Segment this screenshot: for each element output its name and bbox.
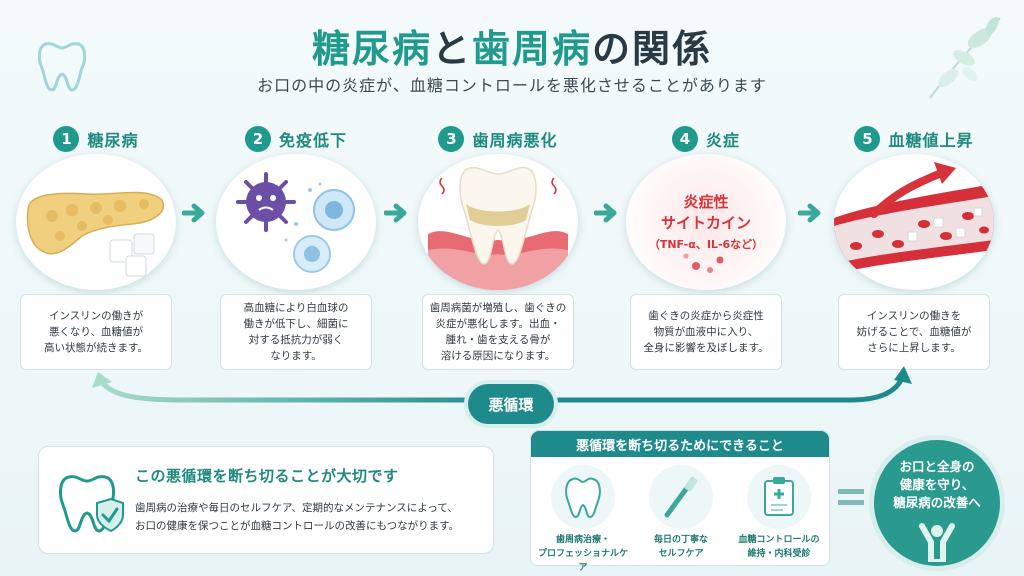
toothbrush-icon xyxy=(664,476,698,518)
step-number: 3 xyxy=(438,126,465,152)
arrow-right-icon xyxy=(594,203,617,223)
bacteria-white-cells-icon xyxy=(236,172,355,273)
equals-icon xyxy=(838,489,864,505)
blood-vessel-icon xyxy=(834,162,994,274)
step-title: 炎症 xyxy=(705,131,740,150)
step-title: 免疫低下 xyxy=(278,131,347,150)
step-illustration xyxy=(216,154,376,290)
step-description: 歯ぐきの炎症から炎症性 物質が血液中に入り、 全身に影響を及ぼします。 xyxy=(630,294,782,370)
step-illustration xyxy=(16,154,176,290)
step-description: 歯周病菌が増殖し、歯ぐきの 炎症が悪化します。出血・ 腫れ・歯を支える骨が 溶け… xyxy=(422,294,574,370)
action-self-care: 毎日の丁寧な セルフケア xyxy=(633,465,729,561)
title-joint-to: と xyxy=(431,27,472,71)
page-title: 糖尿病と歯周病の関係 xyxy=(0,18,1024,73)
step-illustration: 炎症性 サイトカイン （TNF-α、IL-6など） xyxy=(626,154,786,290)
step-number: 2 xyxy=(244,126,271,152)
page-subtitle: お口の中の炎症が、血糖コントロールを悪化させることがあります xyxy=(257,76,767,95)
step-description: インスリンの働きが 悪くなり、血糖値が 高い状態が続きます。 xyxy=(20,294,172,370)
goal-circle: お口と全身の 健康を守り、 糖尿病の改善へ xyxy=(874,440,1000,566)
info-text: 歯周病の治療や毎日のセルフケア、定期的なメンテナンスによって、 お口の健康を保つ… xyxy=(135,502,460,532)
vicious-cycle-badge: 悪循環 xyxy=(468,384,554,424)
title-diabetes: 糖尿病 xyxy=(311,27,432,71)
step-illustration xyxy=(834,154,994,290)
tooth-shield-icon xyxy=(59,475,124,533)
action-professional-care: 歯周病治療・ プロフェッショナルケア xyxy=(535,465,631,575)
cytokine-dots-icon xyxy=(683,253,724,273)
tooth-logo-icon xyxy=(37,42,87,92)
diseased-tooth-icon xyxy=(428,166,568,290)
medical-chart-icon xyxy=(764,477,794,516)
step-immunity-decline: 2 免疫低下 xyxy=(216,124,376,370)
step-description: 高血糖により白血球の 働きが低下し、細菌に 対する抵抗力が弱く なります。 xyxy=(220,294,372,370)
title-joint-relation: の関係 xyxy=(592,27,713,71)
leaves-decoration-icon xyxy=(929,16,1001,99)
step-diabetes: 1 糖尿病 インスリンの働きが 悪くなり、血糖値が 高い状態が続きます。 xyxy=(16,124,176,370)
step-number: 5 xyxy=(854,126,881,152)
step-title: 糖尿病 xyxy=(87,131,139,150)
arrow-right-icon xyxy=(182,203,205,223)
cycle-arrow xyxy=(92,366,912,403)
arrow-right-icon xyxy=(384,203,407,223)
step-title: 血糖値上昇 xyxy=(888,131,974,150)
step-number: 4 xyxy=(671,126,698,152)
arrow-right-icon xyxy=(798,203,821,223)
goal-text: お口と全身の 健康を守り、 糖尿病の改善へ xyxy=(893,459,981,510)
step-description: インスリンの働きを 妨げることで、血糖値が さらに上昇します。 xyxy=(838,294,990,370)
actions-title: 悪循環を断ち切るためにできること xyxy=(531,431,829,457)
step-number: 1 xyxy=(53,126,80,152)
step-periodontal-worsening: 3 歯周病悪化 歯周病菌が増殖し、歯ぐきの 炎症が悪化します。出血・ 腫れ・歯を… xyxy=(418,124,578,370)
step-illustration xyxy=(418,154,578,290)
info-title: この悪循環を断ち切ることが大切です xyxy=(135,467,399,485)
step-title: 歯周病悪化 xyxy=(472,131,558,150)
title-periodontal: 歯周病 xyxy=(472,27,593,71)
tooth-icon xyxy=(565,477,601,519)
cytokine-label: 炎症性 サイトカイン xyxy=(660,193,751,232)
actions-panel: 悪循環を断ち切るためにできること 歯周病治療・ プロフェッショナルケア 毎日の丁… xyxy=(530,430,830,573)
cytokine-examples: （TNF-α、IL-6など） xyxy=(648,238,764,251)
person-raising-arms-icon xyxy=(919,523,955,562)
step-inflammation: 4 炎症 炎症性 サイトカイン （TNF-α、IL-6など） 歯ぐきの炎症から炎… xyxy=(626,124,786,370)
info-panel: この悪循環を断ち切ることが大切です 歯周病の治療や毎日のセルフケア、定期的なメン… xyxy=(38,446,494,554)
step-blood-sugar-rise: 5 血糖値上昇 xyxy=(834,124,994,370)
action-medical-checkup: 血糖コントロールの 維持・内科受診 xyxy=(731,465,827,561)
pancreas-icon xyxy=(26,191,165,277)
